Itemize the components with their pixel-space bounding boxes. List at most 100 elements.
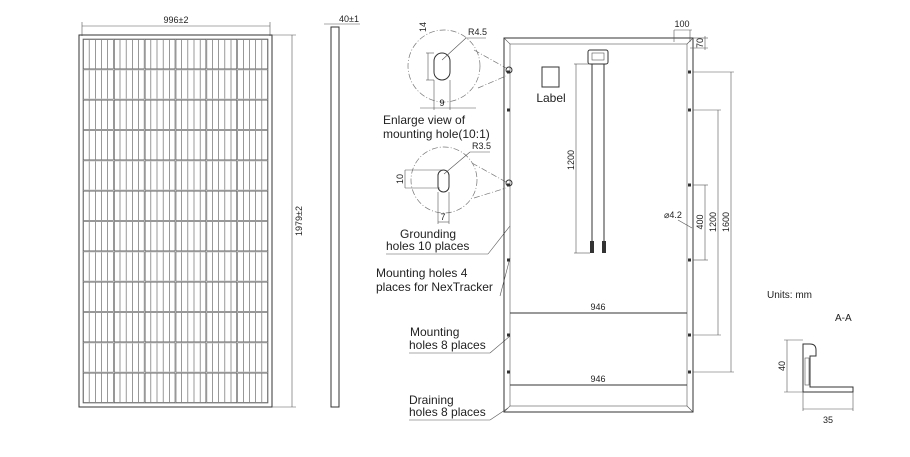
callouts: Grounding holes 10 places Mounting holes… <box>376 225 511 421</box>
solar-cell <box>206 130 237 161</box>
ground-height-label: 10 <box>395 174 405 184</box>
grounding-hole <box>437 169 450 193</box>
solar-cell <box>237 281 268 312</box>
solar-cell <box>144 160 176 191</box>
right-hole <box>688 258 691 262</box>
solar-cell <box>83 342 114 373</box>
right-hole <box>688 370 691 374</box>
solar-cell <box>83 39 114 70</box>
solar-cell <box>237 39 268 70</box>
solar-cell <box>175 130 207 161</box>
solar-cell <box>206 372 237 403</box>
junction-box <box>587 49 609 65</box>
mounting-callout-2: holes 8 places <box>409 338 486 352</box>
solar-cell <box>237 372 268 403</box>
solar-cell <box>83 281 114 312</box>
solar-cell <box>144 130 176 161</box>
section-height-label: 40 <box>777 361 787 371</box>
front-height-label: 1979±2 <box>294 206 304 236</box>
solar-cell <box>144 281 176 312</box>
dim-1200-label: 1200 <box>708 212 718 232</box>
left-hole <box>507 333 510 337</box>
slot-hole <box>433 52 451 81</box>
solar-cell <box>144 39 176 70</box>
mount-height-label: 14 <box>418 22 428 32</box>
solar-cell <box>237 130 268 161</box>
connector-positive <box>602 241 606 253</box>
dim-100-label: 100 <box>674 19 689 29</box>
right-hole <box>688 70 691 74</box>
solar-cell <box>83 160 114 191</box>
units-label: Units: mm <box>767 290 812 301</box>
solar-cell <box>114 372 145 403</box>
solar-cell <box>206 190 237 221</box>
draining-callout-2: holes 8 places <box>409 405 486 419</box>
solar-cell <box>206 69 237 100</box>
solar-cell <box>175 312 207 343</box>
solar-cell <box>175 39 207 70</box>
label-text: Label <box>536 91 565 105</box>
ground-radius-label: R3.5 <box>472 141 491 151</box>
solar-cell <box>175 342 207 373</box>
solar-cells <box>83 39 268 403</box>
solar-cell <box>83 190 114 221</box>
dim-400-label: 400 <box>695 214 705 229</box>
solar-cell <box>175 251 207 282</box>
section-a-a: A-A 40 35 <box>777 313 854 425</box>
mounting-callout-1: Mounting <box>410 325 459 339</box>
section-title: A-A <box>835 313 852 324</box>
solar-cell <box>175 69 207 100</box>
left-hole <box>507 183 510 187</box>
right-hole <box>688 108 691 112</box>
cable-length-label: 1200 <box>566 150 576 170</box>
hole-diameter-label: ⌀4.2 <box>664 210 682 220</box>
grounding-callout-2: holes 10 places <box>386 239 469 253</box>
solar-cell <box>114 281 145 312</box>
label-box <box>541 66 560 88</box>
solar-cell <box>83 99 114 130</box>
solar-cell <box>144 312 176 343</box>
left-hole <box>507 108 510 112</box>
left-hole <box>507 258 510 262</box>
solar-cell <box>206 39 237 70</box>
solar-cell <box>175 221 207 252</box>
side-frame <box>330 26 340 408</box>
solar-cell <box>237 160 268 191</box>
solar-cell <box>144 69 176 100</box>
solar-cell <box>144 190 176 221</box>
solar-cell <box>206 312 237 343</box>
front-view: 996±2 1979±2 <box>78 15 304 408</box>
solar-cell <box>83 130 114 161</box>
mounting-hole-detail: R4.5 14 9 Enlarge view of mounting hole(… <box>383 22 507 141</box>
solar-cell <box>237 69 268 100</box>
solar-cell <box>237 99 268 130</box>
width-upper-label: 946 <box>590 302 605 312</box>
dim-70-label: 70 <box>695 38 705 48</box>
side-view: 40±1 <box>324 14 360 408</box>
solar-cell <box>83 69 114 100</box>
back-frame <box>503 37 694 413</box>
front-width-label: 996±2 <box>164 15 189 25</box>
solar-cell <box>237 342 268 373</box>
nextracker-callout-2: places for NexTracker <box>376 280 493 294</box>
solar-cell <box>175 281 207 312</box>
solar-cell <box>114 221 145 252</box>
solar-cell <box>237 190 268 221</box>
solar-cell <box>144 251 176 282</box>
solar-cell <box>175 99 207 130</box>
solar-cell <box>114 251 145 282</box>
back-view: Label 1200 100 70 ⌀4.2 1600 1200 400 946 <box>503 19 734 413</box>
solar-cell <box>206 251 237 282</box>
right-hole <box>688 183 691 187</box>
solar-cell <box>83 221 114 252</box>
grounding-hole-detail: R3.5 10 7 <box>395 141 507 224</box>
solar-cell <box>206 99 237 130</box>
draining-callout-1: Draining <box>409 393 454 407</box>
solar-cell <box>175 372 207 403</box>
nextracker-callout-1: Mounting holes 4 <box>376 266 468 280</box>
detail-caption-line2: mounting hole(10:1) <box>383 127 490 141</box>
dim-1600-label: 1600 <box>721 212 731 232</box>
solar-cell <box>144 221 176 252</box>
section-width-label: 35 <box>823 415 833 425</box>
